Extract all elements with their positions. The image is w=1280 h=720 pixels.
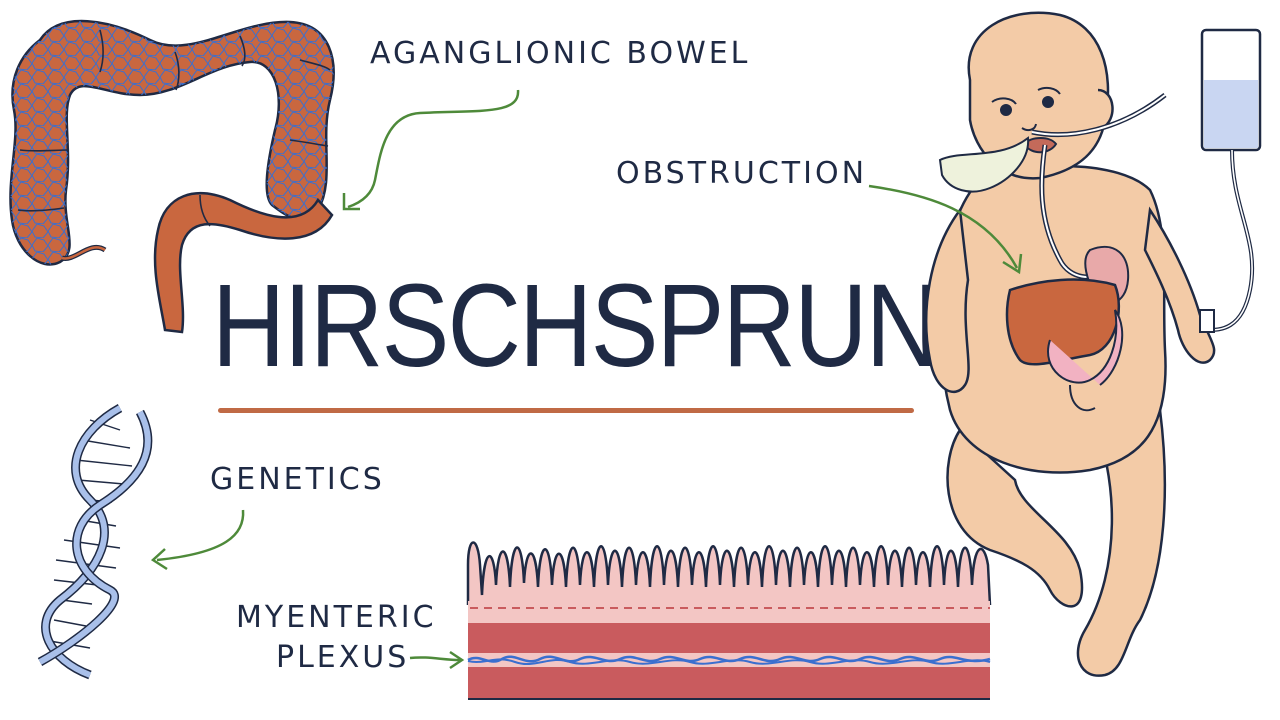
label-myenteric-line1: MYENTERIC	[236, 600, 437, 635]
circular-muscle-layer	[468, 623, 990, 653]
colon-illustration	[9, 19, 335, 334]
arrow-aganglionic	[342, 89, 520, 211]
myenteric-plexus-nerves	[467, 655, 991, 663]
dilated-bowel	[1005, 278, 1120, 366]
arrow-obstruction	[868, 184, 1023, 275]
arrow-myenteric-plexus	[409, 650, 465, 670]
bowel-wall-cross-section	[466, 541, 992, 700]
aganglionic-segment	[153, 192, 334, 334]
title-underline	[218, 408, 914, 413]
page-title: HIRSCHSPRUNG'S	[212, 260, 1100, 392]
label-myenteric-line2: PLEXUS	[276, 640, 410, 675]
dna-helix-illustration	[37, 404, 153, 680]
longitudinal-muscle-layer	[468, 667, 990, 699]
baby-illustration	[925, 11, 1262, 677]
label-obstruction: OBSTRUCTION	[616, 156, 868, 191]
arrow-genetics	[150, 509, 245, 571]
label-aganglionic-bowel: AGANGLIONIC BOWEL	[370, 36, 751, 71]
label-genetics: GENETICS	[210, 462, 385, 497]
